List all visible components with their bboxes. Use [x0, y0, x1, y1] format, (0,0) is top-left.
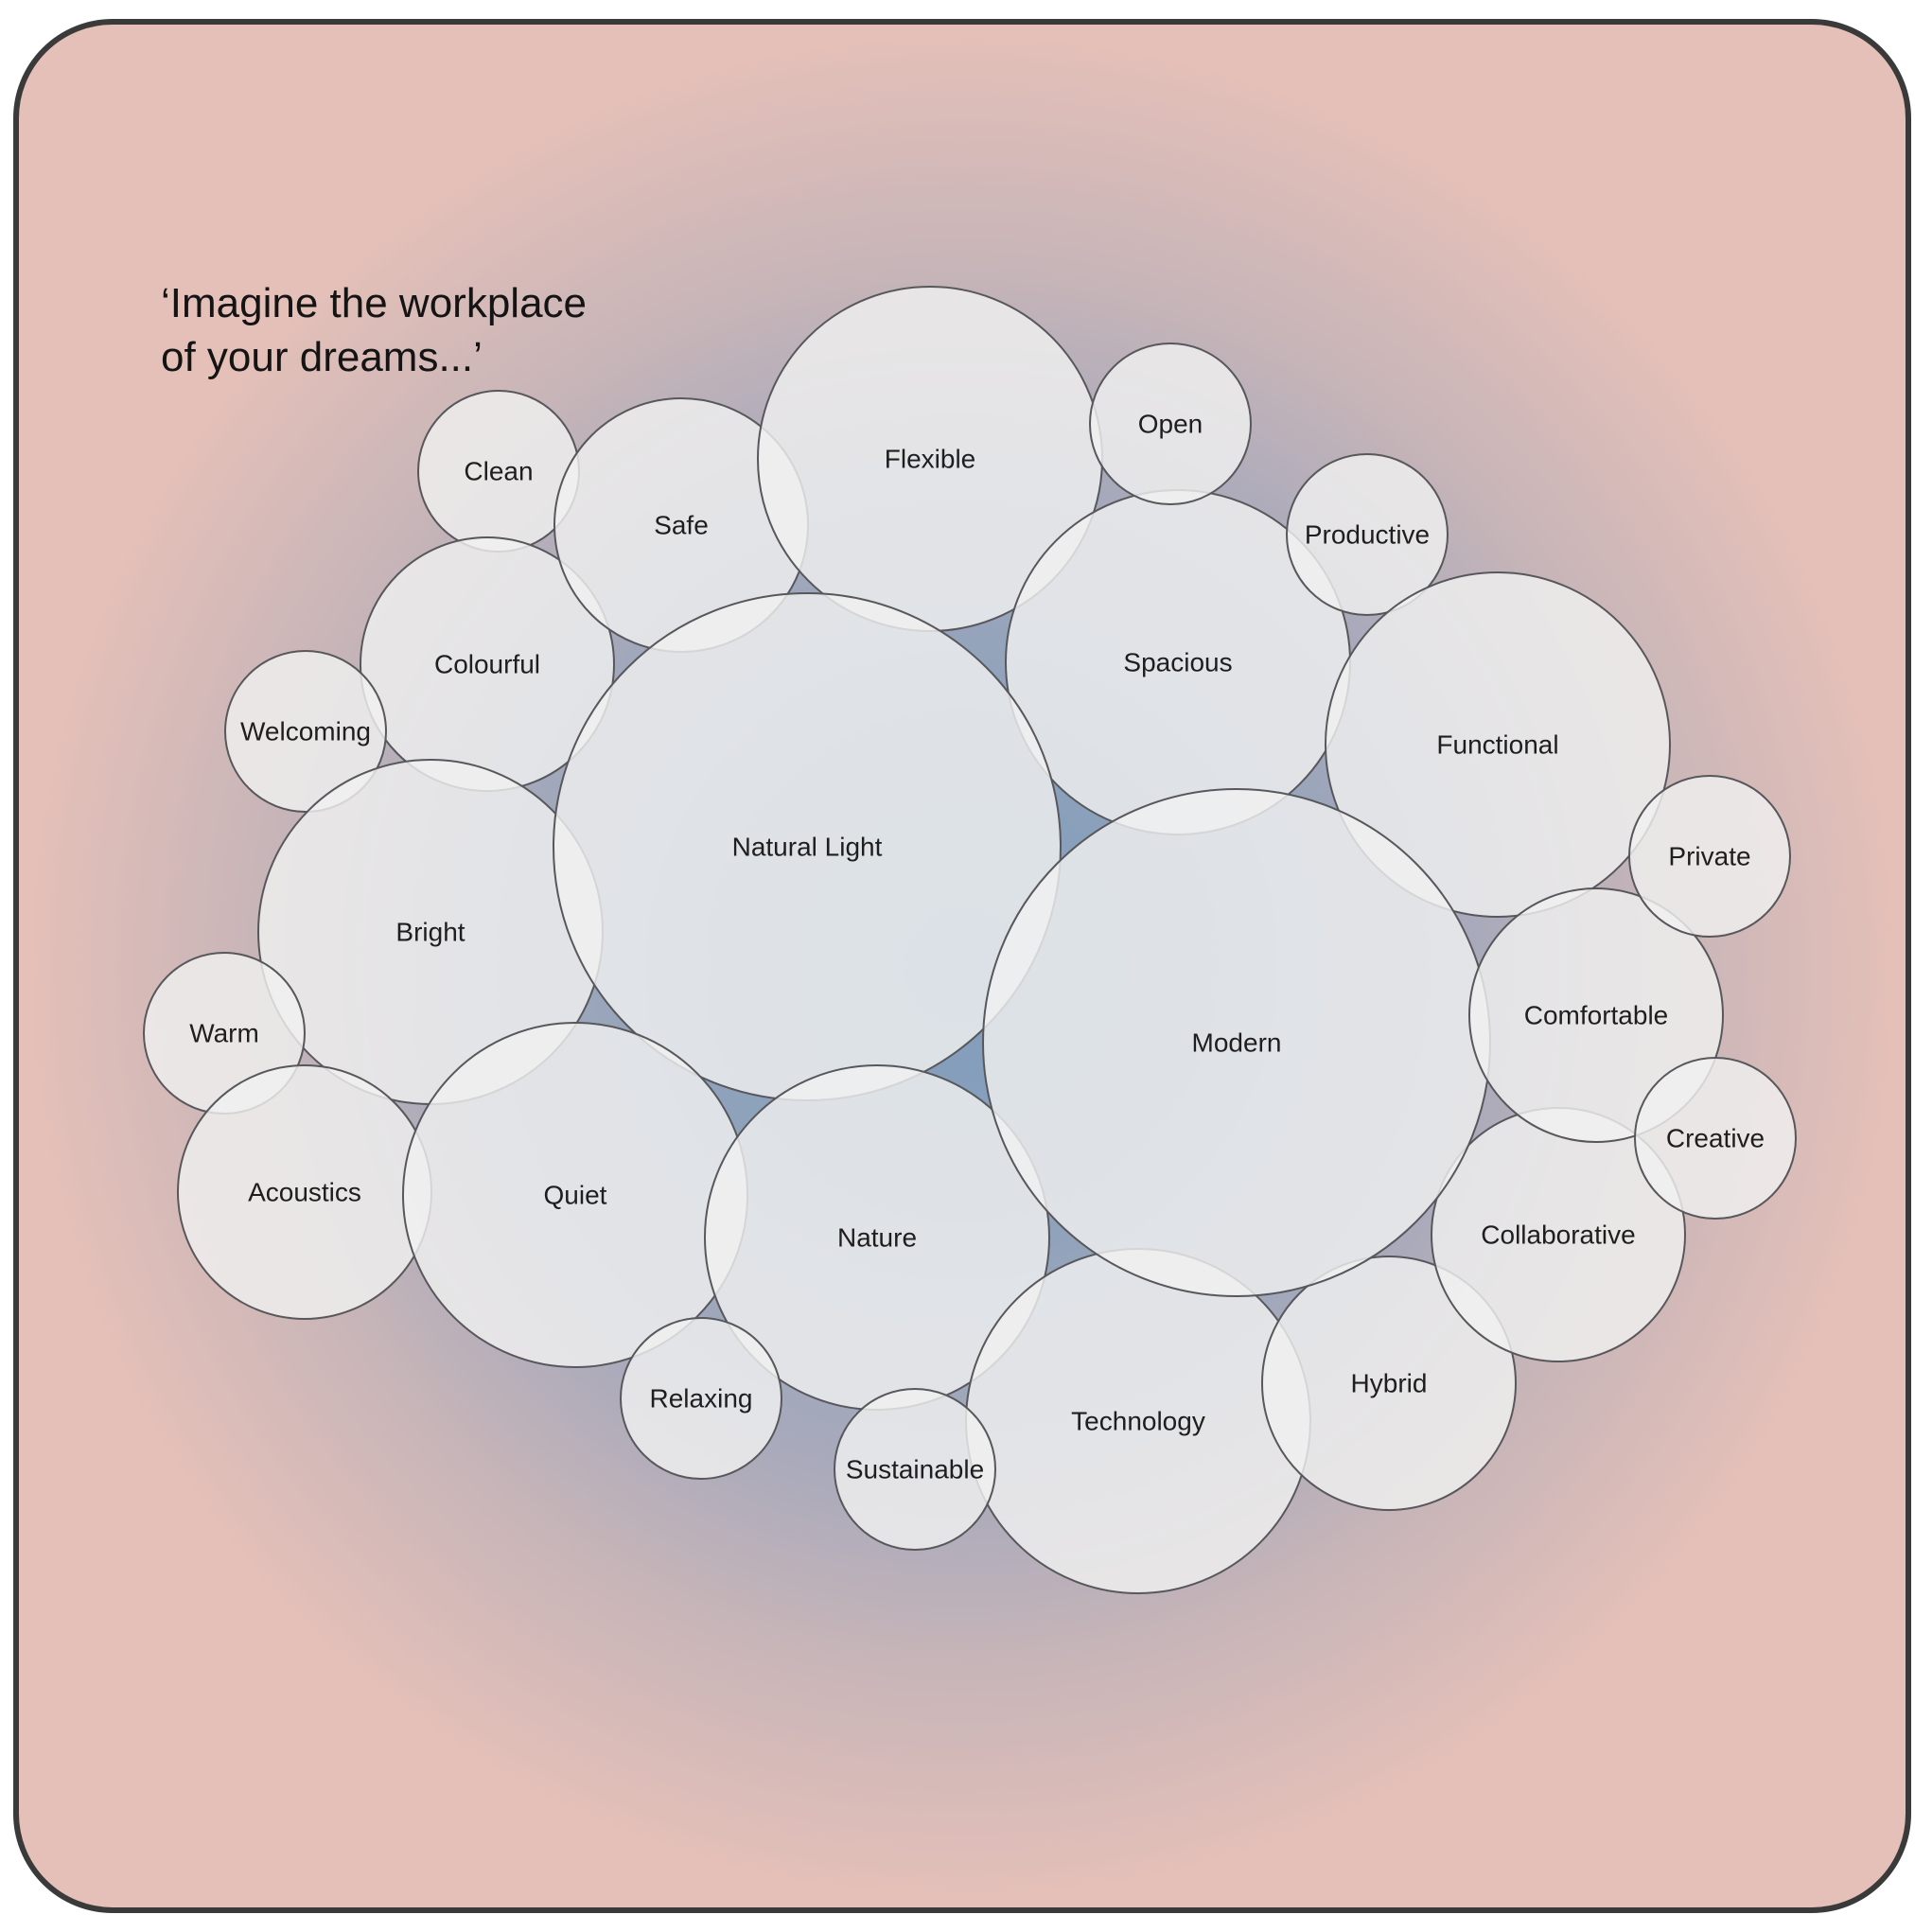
bubble-label-functional: Functional: [1436, 730, 1558, 760]
bubble-label-open: Open: [1138, 410, 1203, 439]
bubble-label-welcoming: Welcoming: [240, 717, 371, 746]
bubble-productive: [1286, 453, 1449, 616]
bubble-sustainable: [834, 1388, 996, 1551]
heading-line-2: of your dreams...’: [161, 334, 483, 380]
heading: ‘Imagine the workplace of your dreams...…: [161, 276, 729, 384]
bubble-label-bright: Bright: [395, 918, 465, 947]
bubble-label-hybrid: Hybrid: [1351, 1369, 1428, 1398]
bubble-label-comfortable: Comfortable: [1524, 1001, 1669, 1030]
bubble-label-private: Private: [1668, 842, 1750, 871]
heading-line-1: ‘Imagine the workplace: [161, 280, 588, 326]
bubble-functional: [1325, 571, 1671, 918]
bubble-private: [1628, 775, 1791, 938]
bubble-label-quiet: Quiet: [544, 1181, 607, 1210]
bubble-label-modern: Modern: [1192, 1028, 1282, 1058]
bubble-creative: [1634, 1057, 1797, 1220]
bubble-open: [1089, 342, 1252, 505]
bubble-label-sustainable: Sustainable: [846, 1455, 984, 1484]
bubble-label-natural-light: Natural Light: [732, 833, 883, 862]
bubble-label-colourful: Colourful: [434, 650, 540, 679]
bubble-relaxing: [620, 1317, 782, 1480]
bubble-label-acoustics: Acoustics: [248, 1178, 361, 1207]
bubble-label-flexible: Flexible: [885, 445, 975, 474]
bubble-label-productive: Productive: [1305, 520, 1430, 550]
bubble-label-technology: Technology: [1071, 1407, 1205, 1436]
bubble-label-warm: Warm: [189, 1019, 259, 1048]
bubble-label-nature: Nature: [837, 1223, 917, 1253]
bubble-label-creative: Creative: [1666, 1124, 1765, 1153]
bubble-hybrid: [1261, 1256, 1517, 1511]
bubble-label-clean: Clean: [464, 457, 533, 486]
bubble-comfortable: [1468, 887, 1724, 1143]
bubble-label-spacious: Spacious: [1123, 648, 1232, 677]
bubble-label-collaborative: Collaborative: [1481, 1221, 1635, 1250]
bubble-label-relaxing: Relaxing: [650, 1384, 753, 1414]
bubble-welcoming: [224, 650, 387, 813]
bubble-label-safe: Safe: [654, 511, 709, 540]
